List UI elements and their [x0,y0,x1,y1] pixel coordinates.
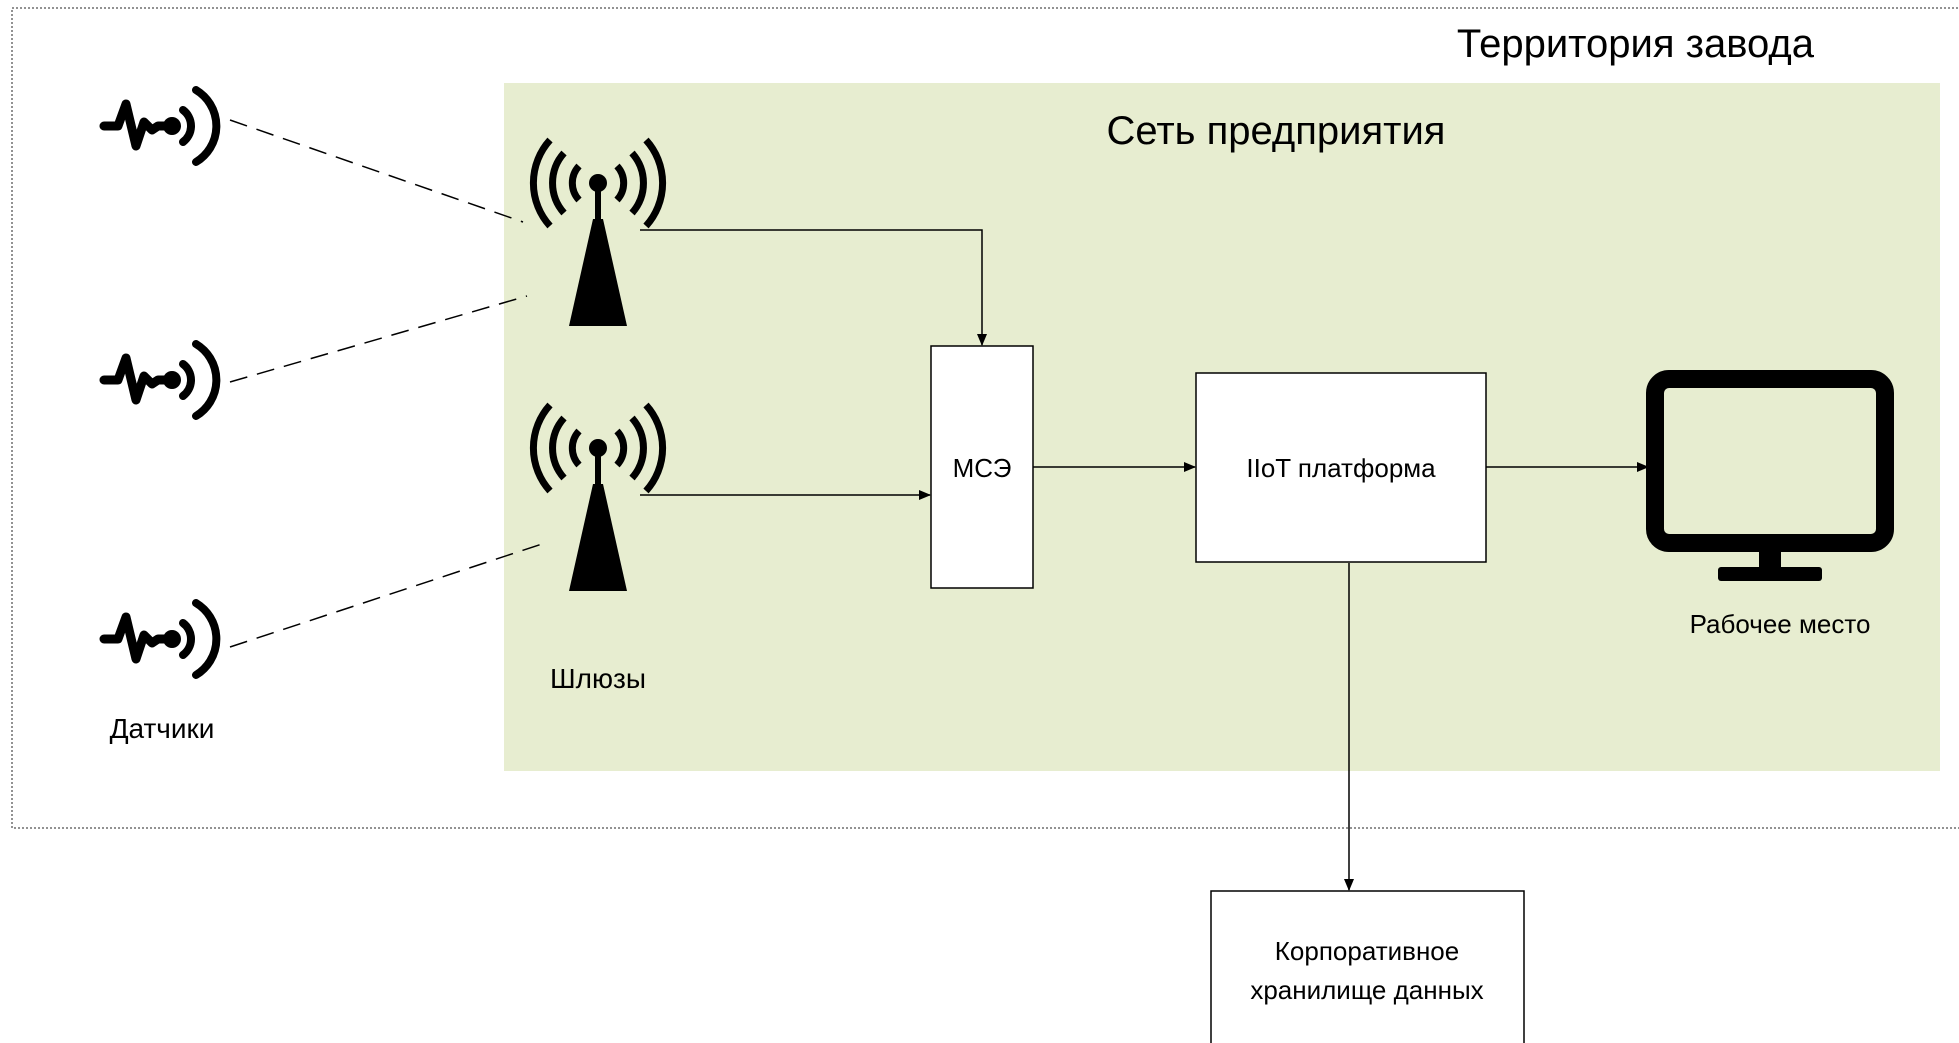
wireless-link-2 [229,295,528,383]
workstation-label: Рабочее место [1690,609,1871,639]
sensor-signal-icon [104,603,216,675]
storage-label-line2: хранилище данных [1250,975,1483,1005]
sensor-signal-icon [104,90,216,162]
gateway1-to-firewall-arrow [640,229,987,346]
enterprise-network-title: Сеть предприятия [1107,109,1446,153]
gateways-label: Шлюзы [550,663,646,694]
wireless-link-1 [229,119,524,223]
sensor-signal-icon [104,344,216,416]
factory-boundary [11,7,1959,829]
iiot-platform-label: IIoT платформа [1246,453,1436,483]
wireless-link-3 [229,543,543,648]
firewall-box [930,345,1034,589]
sensors-label: Датчики [110,713,215,744]
monitor-icon [1646,370,1894,581]
firewall-label: МСЭ [953,453,1012,483]
storage-label-line1: Корпоративное [1275,936,1459,966]
factory-title: Территория завода [1457,22,1815,66]
iiot-platform-box [1195,372,1487,563]
corporate-storage-box [1210,890,1525,1043]
